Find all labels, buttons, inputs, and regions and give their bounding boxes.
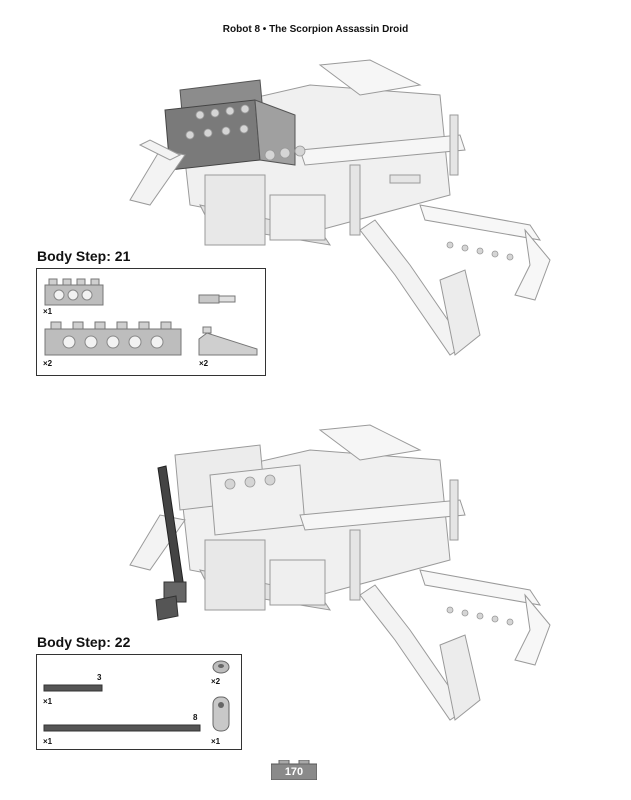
parts-box-step-22: 3 ×1 8 ×1 ×2 ×1	[36, 654, 242, 750]
step-22-title: Body Step: 22	[37, 634, 131, 650]
step-21-title: Body Step: 21	[37, 248, 131, 264]
bush-part	[212, 660, 230, 674]
page-number-badge: 170	[271, 760, 317, 780]
model-illustration-step-21	[129, 59, 551, 356]
axle-3-part	[43, 684, 103, 692]
axle-pin-part	[198, 294, 236, 304]
angle-connector-part	[212, 696, 230, 732]
qty-beam-1x6: ×2	[43, 359, 53, 368]
axle-3-length: 3	[97, 673, 102, 682]
qty-bush: ×2	[211, 677, 221, 686]
page-number: 170	[284, 766, 304, 778]
beam-1x4-part	[44, 278, 104, 306]
slope-part	[198, 326, 258, 356]
qty-beam-1x4: ×1	[43, 307, 53, 316]
qty-angle-connector: ×1	[211, 737, 221, 746]
page-header: Robot 8 • The Scorpion Assassin Droid	[222, 24, 409, 35]
qty-slope: ×2	[199, 359, 209, 368]
axle-8-part	[43, 724, 201, 732]
qty-axle-3: ×1	[43, 697, 53, 706]
parts-box-step-21: ×1 ×2 ×2	[36, 268, 266, 376]
axle-8-length: 8	[193, 713, 198, 722]
qty-axle-8: ×1	[43, 737, 53, 746]
model-illustration-step-22	[129, 424, 551, 721]
beam-1x6-part	[44, 321, 182, 356]
